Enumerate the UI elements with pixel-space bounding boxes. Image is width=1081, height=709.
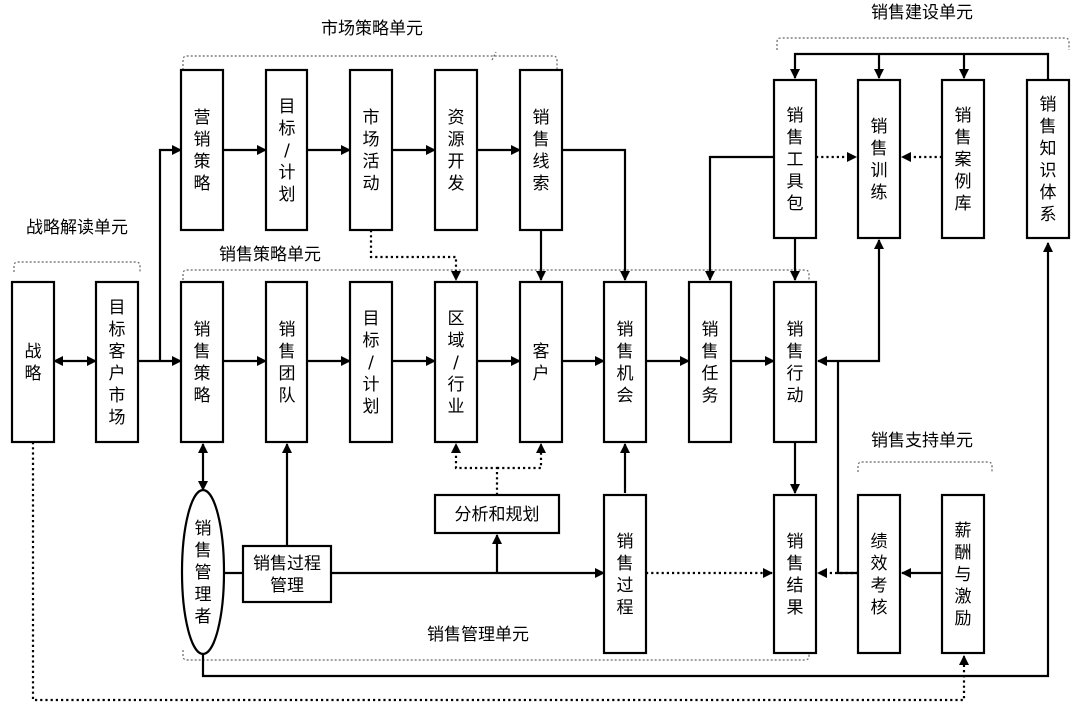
- label-sales-opportunity: 销售机会: [617, 320, 634, 406]
- label-sales-leads: 销售线索: [533, 108, 550, 194]
- label-resource-dev: 资源开发: [448, 108, 465, 194]
- sales-construction-unit-title: 销售建设单元: [871, 3, 973, 23]
- market-strategy-unit-title: 市场策略单元: [321, 19, 423, 39]
- sales-management-unit-title: 销售管理单元: [427, 625, 529, 645]
- label-sales-manager: 销售管理者: [195, 519, 212, 627]
- unit-brackets: [13, 37, 1070, 661]
- label-strategy: 战略: [25, 342, 42, 384]
- strategy-reading-unit-title: 战略解读单元: [26, 218, 128, 238]
- label-sales-toolkit: 销售工具包: [787, 106, 804, 214]
- label-analysis-planning: 分析和规划: [455, 505, 540, 525]
- label-marketing-strategy: 营销策略: [194, 108, 211, 194]
- label-sales-team: 销售团队: [279, 320, 296, 406]
- unit-titles: 市场策略单元 销售建设单元 战略解读单元 销售策略单元 销售支持单元 销售管理单…: [26, 3, 973, 645]
- label-sales-training: 销售训练: [871, 117, 888, 203]
- label-process-management: 销售过程管理: [253, 554, 321, 596]
- label-customer: 客户: [533, 342, 550, 384]
- label-target-market: 目标客户市场: [109, 298, 126, 428]
- label-sales-task: 销售任务: [702, 320, 719, 406]
- label-sales-knowledge: 销售知识体系: [1040, 95, 1057, 225]
- label-sales-strategy: 销售策略: [194, 320, 211, 406]
- label-sales-goal-plan: 目标/计划: [363, 309, 380, 417]
- label-market-activity: 市场活动: [363, 108, 380, 194]
- sales-strategy-unit-title: 销售策略单元: [219, 245, 321, 265]
- label-sales-cases: 销售案例库: [955, 106, 972, 214]
- connectors: [31, 52, 1053, 702]
- label-region-industry: 区域/行业: [448, 309, 465, 417]
- boxes: [10, 68, 1071, 656]
- label-compensation-incentive: 薪酬与激励: [955, 521, 972, 629]
- sales-support-unit-title: 销售支持单元: [871, 431, 973, 451]
- label-sales-result: 销售结果: [787, 532, 804, 618]
- label-sales-process: 销售过程: [617, 532, 634, 618]
- box-labels: 战略目标客户市场营销策略目标/计划市场活动资源开发销售线索销售工具包销售训练销售…: [25, 95, 1057, 629]
- label-performance-review: 绩效考核: [871, 532, 888, 618]
- label-sales-action: 销售行动: [787, 320, 804, 406]
- label-market-goal-plan: 目标/计划: [279, 97, 296, 205]
